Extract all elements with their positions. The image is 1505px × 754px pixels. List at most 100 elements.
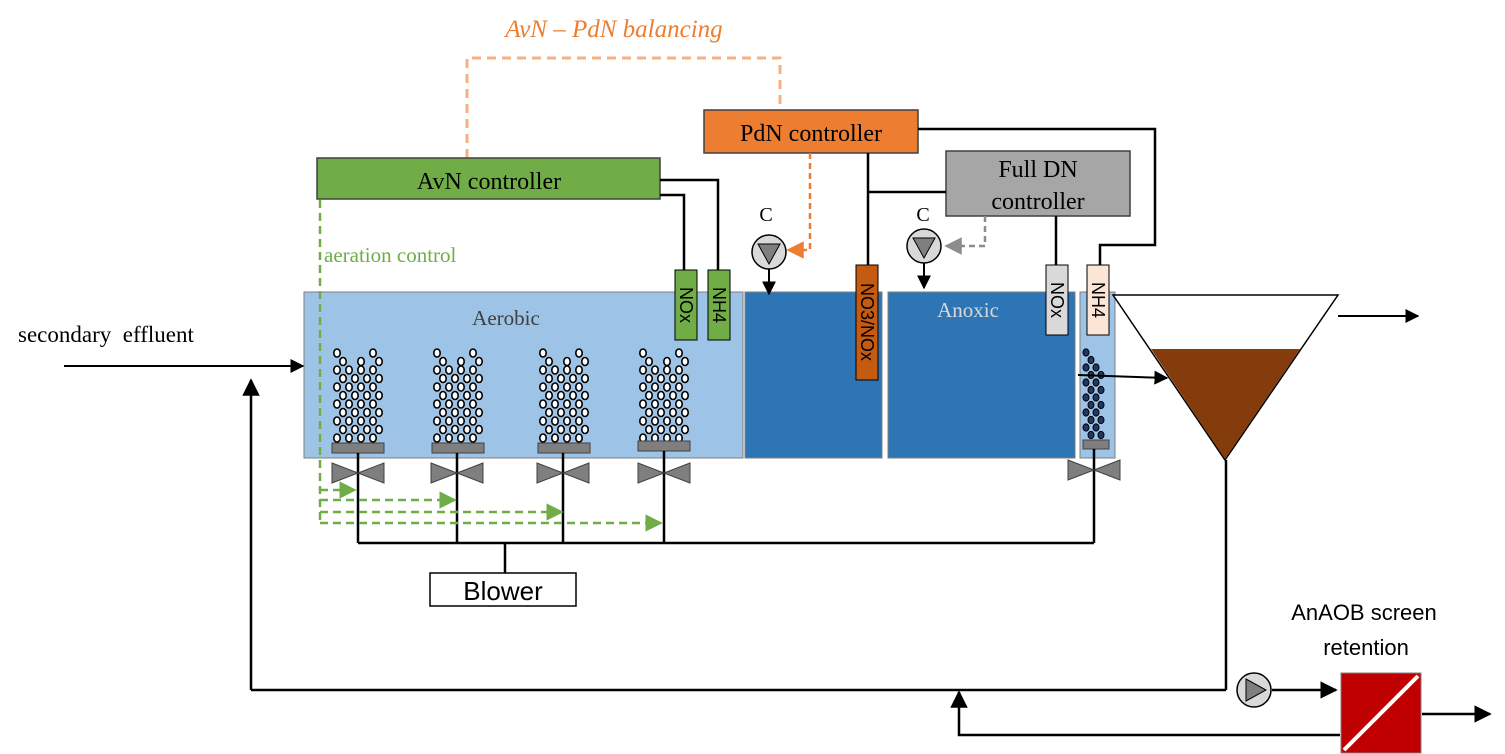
bubble — [444, 433, 453, 443]
bubble — [1092, 408, 1100, 417]
bubble — [580, 424, 589, 435]
bubble — [668, 424, 677, 435]
bubble — [468, 348, 477, 358]
bubble — [474, 390, 483, 401]
bubble — [332, 416, 341, 426]
pdn-controller-label: PdN controller — [740, 121, 882, 147]
bubble — [568, 390, 577, 401]
valve-4[interactable] — [637, 462, 691, 484]
bubble — [450, 424, 459, 435]
bubble — [544, 407, 553, 418]
bubble — [444, 365, 453, 375]
bubble — [538, 416, 547, 426]
bubble — [562, 433, 571, 443]
bubble — [644, 407, 653, 418]
bubble — [368, 416, 377, 426]
sensor-nh4-final-label: NH4 — [1088, 282, 1108, 318]
bubble — [462, 424, 471, 435]
air-drop-pipes — [356, 449, 1096, 573]
bubble — [438, 373, 447, 384]
feed-to-settler — [1077, 370, 1169, 385]
bubble — [356, 356, 365, 367]
recycle-pump[interactable] — [1236, 672, 1272, 708]
carbon-pump-2[interactable] — [906, 228, 942, 264]
bubble — [644, 373, 653, 384]
bubble — [450, 390, 459, 401]
bubble — [568, 407, 577, 418]
bubble — [368, 365, 377, 375]
bubble — [1087, 430, 1095, 440]
bubble — [374, 390, 383, 401]
bubble — [456, 365, 465, 375]
bubble — [538, 433, 547, 443]
bubble — [580, 407, 589, 418]
bubble — [456, 382, 465, 392]
bubble — [680, 424, 689, 435]
bubble — [668, 407, 677, 418]
bubble — [1082, 378, 1090, 387]
aeration-bubbles — [332, 348, 1105, 443]
bubble — [550, 399, 559, 409]
bubble — [462, 407, 471, 418]
valve-3[interactable] — [536, 462, 590, 484]
bubble — [644, 424, 653, 435]
bubble — [674, 382, 683, 392]
bubble — [332, 382, 341, 392]
bubble — [332, 348, 341, 358]
bubble — [456, 433, 465, 443]
valve-1[interactable] — [331, 462, 385, 484]
bubble — [638, 365, 647, 375]
bubble — [580, 373, 589, 384]
bubble — [562, 382, 571, 392]
bubble — [462, 373, 471, 384]
bubble — [368, 348, 377, 358]
diffuser-5 — [1082, 439, 1110, 450]
bubble — [574, 433, 583, 443]
bubble — [656, 407, 665, 418]
bubble — [638, 348, 647, 358]
aeration-control-lines — [318, 200, 663, 532]
bubble — [1082, 408, 1090, 417]
bubble — [356, 399, 365, 409]
bubble — [1087, 415, 1095, 425]
bubble — [662, 365, 671, 375]
bubble — [662, 382, 671, 392]
bubble — [538, 365, 547, 375]
bubble — [432, 382, 441, 392]
pdn-controller[interactable] — [703, 109, 919, 154]
bubble — [574, 416, 583, 426]
bubble — [368, 399, 377, 409]
bubble — [1082, 348, 1090, 357]
bubble — [432, 365, 441, 375]
bubble — [680, 356, 689, 367]
avn-controller[interactable] — [316, 157, 661, 200]
bubble — [1097, 400, 1105, 410]
bubble — [574, 348, 583, 358]
bubble — [374, 356, 383, 367]
bubble — [438, 424, 447, 435]
avn-controller-label: AvN controller — [417, 169, 561, 195]
bubble — [350, 373, 359, 384]
secondary-effluent-label: secondary effluent — [18, 322, 194, 347]
bubble — [556, 407, 565, 418]
sensor-nox-anoxic — [1045, 264, 1069, 336]
carbon-label-2: C — [916, 204, 929, 226]
full-dn-controller-label-2: controller — [991, 189, 1084, 215]
bubble — [650, 365, 659, 375]
valve-2[interactable] — [430, 462, 484, 484]
bubble — [638, 416, 647, 426]
full-dn-dosing-signal — [944, 216, 987, 255]
full-dn-controller[interactable] — [945, 150, 1131, 217]
diffuser-3 — [537, 442, 591, 454]
bubble — [356, 382, 365, 392]
anaob-label-1: AnAOB screen — [1291, 600, 1437, 625]
carbon-pump-1[interactable] — [751, 234, 787, 270]
sensor-no3-nox-label: NO3/NOx — [857, 283, 877, 361]
valve-5[interactable] — [1067, 459, 1121, 481]
blower-box[interactable] — [429, 572, 577, 607]
sensor-nh4-aerobic-label: NH4 — [709, 287, 729, 323]
sensor-no3-nox — [855, 264, 879, 381]
bubble — [656, 390, 665, 401]
bubble — [1082, 423, 1090, 432]
bubble — [668, 373, 677, 384]
